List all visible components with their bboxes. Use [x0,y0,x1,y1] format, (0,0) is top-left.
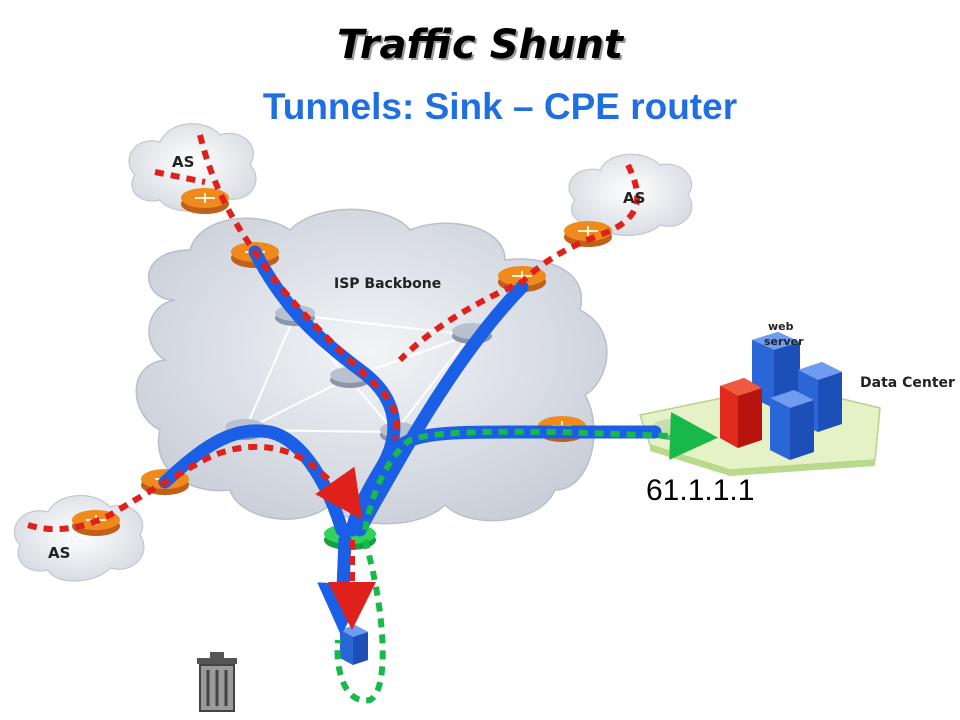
web-server-label-line1: web [768,320,794,333]
server-red-icon [720,378,762,448]
sink-server-icon [340,625,368,665]
web-server-label-line2: server [764,335,804,348]
trash-can-icon [197,652,237,712]
web-server-icon [752,332,800,408]
attack-paths [27,134,641,630]
legit-path-to-cpe [362,411,718,531]
as-label-top-left: AS [172,153,194,171]
page-subtitle: Tunnels: Sink – CPE router [262,86,738,127]
legit-path-loop [334,539,386,704]
isp-backbone-label: ISP Backbone [334,276,441,292]
attack-path-top-right [397,163,641,363]
as-label-bottom-left: AS [48,544,70,562]
data-center-label: Data Center [860,375,955,391]
legit-paths [334,411,718,704]
attack-path-bottom-left [27,443,363,533]
attack-path-top-left [154,134,400,441]
cpe-ip-address-label: 61.1.1.1 [646,474,755,507]
router-icon [181,188,229,214]
page-title: Traffic Shunt [336,22,624,68]
web-server-icon [770,390,814,460]
tunnel-to-sink [317,533,370,636]
as-label-top-right: AS [623,189,645,207]
as-cloud-top-left [128,123,257,212]
